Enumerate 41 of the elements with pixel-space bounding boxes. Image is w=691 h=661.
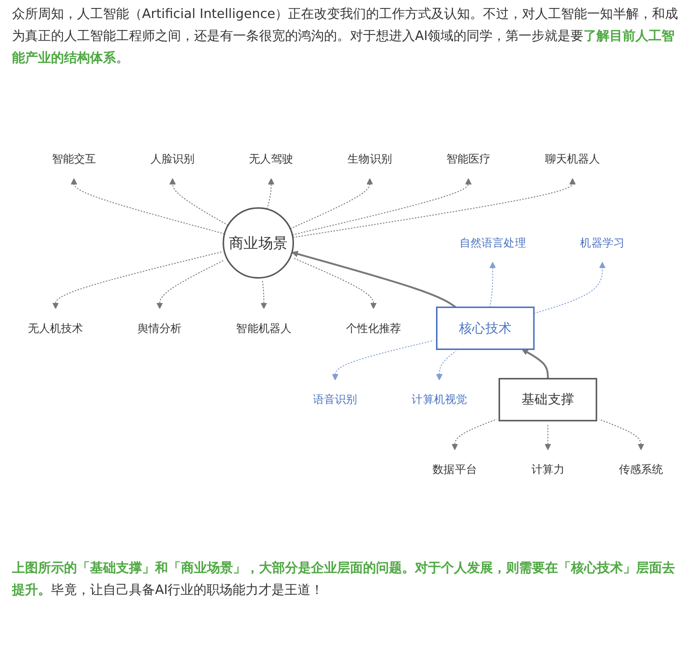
- text-label: 聊天机器人: [544, 152, 600, 166]
- text-label: 计算力: [531, 462, 564, 476]
- arrow: [70, 178, 225, 234]
- caption-paragraph: 上图所示的「基础支撑」和「商业场景」，大部分是企业层面的问题。对于个人发展，则需要在「核心技术」层面去提升。毕竟，让自己具备AI行业的职场能力才是王道！: [10, 560, 676, 600]
- text-label: 机器学习: [580, 236, 624, 250]
- arrow: [522, 348, 549, 379]
- arrow: [489, 262, 496, 308]
- intro-paragraph: 众所周知，人工智能（Artificial Intelligence）正在改变我们的工作方式及认知。不过，对人工智能一知半解，和成为真正的人工智能工程师之间，还是有一条很宽的鸿沟的。对于想进入AI领域的同学，第一步就是要了解目前人工智能产业的结构体系。: [11, 6, 680, 68]
- text-label: 传感系统: [618, 462, 664, 476]
- arrow: [598, 418, 644, 450]
- arrow: [436, 350, 456, 380]
- text-label: 智能交互: [52, 152, 96, 166]
- arrow: [169, 178, 228, 226]
- arrow: [292, 178, 472, 236]
- arrow: [292, 178, 576, 238]
- text-label: 智能医疗: [446, 152, 490, 166]
- arrow: [52, 251, 222, 309]
- text-label: 计算机视觉: [412, 392, 467, 406]
- arrow: [332, 340, 434, 380]
- arrow: [292, 257, 377, 309]
- arrow: [544, 423, 552, 450]
- process-box: 基础支撑: [498, 378, 598, 422]
- arrow: [260, 280, 268, 309]
- text-label: 人脸识别: [150, 152, 195, 166]
- text-label: 无人驾驶: [249, 152, 294, 166]
- arrow: [156, 260, 225, 309]
- arrow: [290, 178, 374, 230]
- circle-node: 商业场景: [222, 207, 294, 279]
- arrow: [533, 262, 606, 314]
- text-label: 生物识别: [348, 152, 392, 166]
- process-box: 核心技术: [436, 306, 535, 350]
- text-label: 无人机技术: [28, 321, 84, 335]
- text-label: 个性化推荐: [346, 321, 402, 335]
- text-label: 智能机器人: [236, 321, 292, 335]
- text-label: 舆情分析: [138, 321, 182, 335]
- text-label: 数据平台: [432, 462, 477, 476]
- text-label: 语音识别: [313, 392, 358, 406]
- arrow: [452, 418, 497, 450]
- text-label: 自然语言处理: [460, 236, 526, 250]
- arrow: [292, 250, 456, 308]
- arrow: [266, 178, 274, 210]
